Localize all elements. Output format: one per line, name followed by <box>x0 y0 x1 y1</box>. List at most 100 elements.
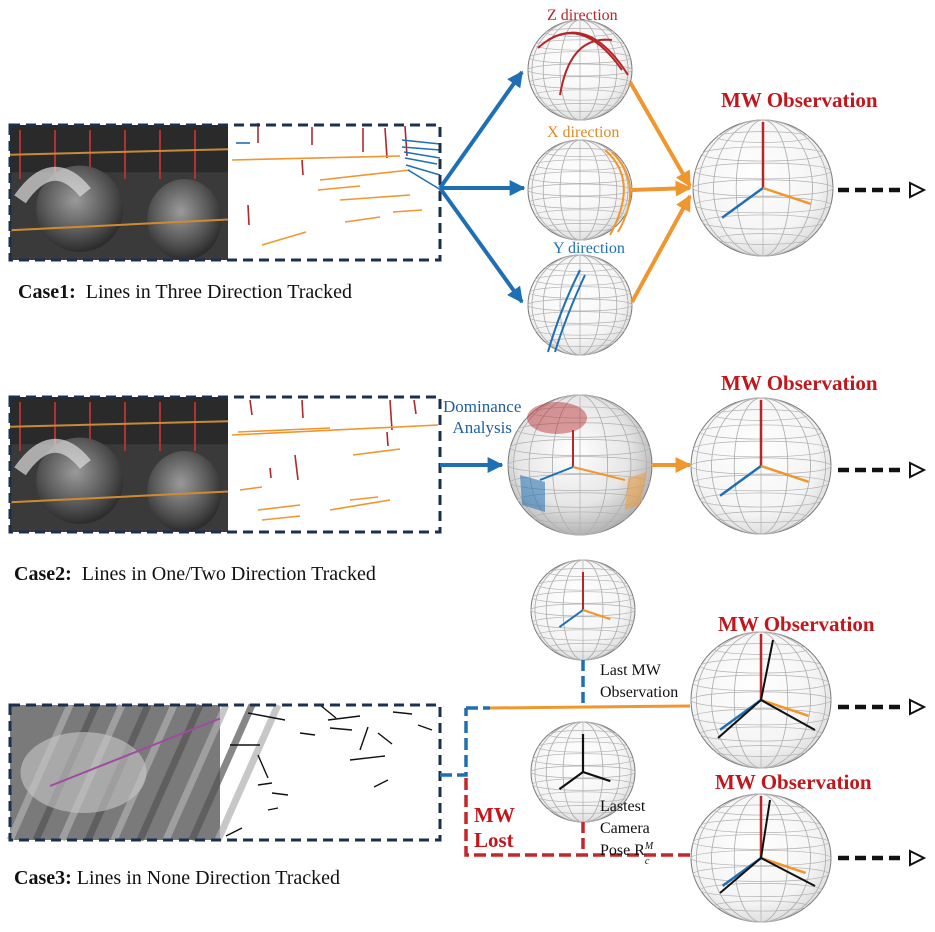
case3-linemap-seg <box>225 827 243 837</box>
mw-sphere-2-lat <box>692 474 830 492</box>
mw-sphere-3-lat <box>700 726 822 742</box>
mw3-pose-z <box>760 639 774 701</box>
case2-linemap-seg <box>269 467 272 479</box>
mw4-pose-x <box>760 857 816 887</box>
z-direction-sphere-lat <box>534 89 626 101</box>
dominance-sphere-lat <box>509 474 651 491</box>
z-direction-sphere-lat <box>529 51 631 64</box>
case2-linemap-seg <box>294 454 299 481</box>
latest-pose-sphere-lat <box>532 778 634 791</box>
output-arrow-2 <box>838 461 927 479</box>
pose-subscript: c <box>644 856 650 867</box>
case3-text: Lines in None Direction Tracked <box>71 867 341 889</box>
case1-photo-rail <box>9 148 229 156</box>
case3-photo <box>6 703 282 842</box>
z-arc-1 <box>537 32 623 71</box>
z-direction-sphere-lat <box>527 63 633 77</box>
case2-linemap-seg <box>329 499 391 511</box>
x-direction-sphere-lat <box>529 171 631 184</box>
output-arrow-1 <box>838 181 927 199</box>
case2-linemap-seg <box>389 399 393 431</box>
case3-photo-mag <box>49 717 221 787</box>
case3-linemap-seg <box>349 755 386 761</box>
case3-linemap-seg <box>359 726 369 751</box>
dominance-sphere-lat <box>532 511 628 524</box>
mw2-axis-x <box>760 464 809 484</box>
output-arrow-4 <box>838 849 927 867</box>
case3-linemap-seg <box>247 712 286 721</box>
case1-linemap-seg <box>339 194 411 201</box>
arrow-y-to-mw <box>630 194 692 303</box>
case2-linemap <box>231 399 439 521</box>
mw-sphere-4-lat <box>714 900 808 912</box>
mw-sphere-3-lat <box>714 745 808 757</box>
case2-linemap-seg <box>352 448 401 456</box>
case2-linemap-seg <box>237 427 331 433</box>
case3-linemap-seg <box>267 807 279 811</box>
dominance-sphere-lat <box>517 422 643 438</box>
case1-linemap-seg <box>392 209 423 213</box>
lastmw-axis-y <box>558 609 584 628</box>
mw-observation-title-2: MW Observation <box>721 371 878 395</box>
case3-panel <box>8 703 442 842</box>
y-direction-label: Y direction <box>553 240 625 257</box>
mw3-pose-y <box>717 699 762 739</box>
pose-superscript: M <box>644 841 654 852</box>
z-arc-2 <box>547 31 629 76</box>
case1-linemap-seg <box>384 127 388 159</box>
last-mw-line-1: Last MW <box>600 662 661 679</box>
z-direction-sphere <box>527 19 633 121</box>
case3-linemap-seg <box>327 715 361 721</box>
case3-linemap-seg <box>271 792 289 796</box>
last-mw-line-2: Observation <box>600 684 679 701</box>
output-arrow-4-head <box>909 849 927 867</box>
mw-lost-line-2: Lost <box>474 828 514 852</box>
case1-linemap <box>231 123 442 246</box>
case2-linemap-seg <box>386 431 389 447</box>
mw-sphere-3-lon <box>695 631 827 769</box>
y-direction-sphere-lat <box>527 298 633 312</box>
y-direction-sphere-lon <box>531 254 629 356</box>
mw-lost-connector <box>464 778 690 857</box>
case3-linemap <box>225 704 433 837</box>
mw-sphere-3 <box>690 631 832 769</box>
case3-photo-blur <box>214 703 282 842</box>
mw-sphere-2 <box>690 397 832 535</box>
last-mw-observation-label: Last MW Observation <box>600 660 678 704</box>
mw-sphere-3-lat <box>692 708 830 726</box>
dominance-axis-y <box>539 466 574 481</box>
latest-pose-sphere-lat <box>537 791 629 803</box>
case2-photo-rail <box>9 420 229 428</box>
dominance-line-1: Dominance <box>443 397 522 416</box>
latest-pose-sphere <box>530 721 636 823</box>
case2-linemap-seg <box>261 515 301 521</box>
output-arrow-3-head <box>909 698 927 716</box>
case1-linemap-seg <box>405 164 441 176</box>
case2-label: Case2: <box>14 563 72 585</box>
pose-line-1: Lastest <box>600 798 646 815</box>
case3-blue-connector <box>440 708 468 777</box>
mw-sphere-1 <box>692 119 834 257</box>
case1-linemap-seg <box>407 169 442 191</box>
mw2-axis-y <box>719 464 762 497</box>
case2-text: Lines in One/Two Direction Tracked <box>71 563 376 585</box>
case3-linemap-seg <box>417 724 433 731</box>
case2-caption: Case2: Lines in One/Two Direction Tracke… <box>14 563 376 586</box>
case2-linemap-seg <box>413 399 417 415</box>
lastmw-axis-x <box>582 609 611 621</box>
pose-line-2: Camera <box>600 820 650 837</box>
mw-lost-line-1: MW <box>474 803 515 827</box>
output-arrow-1-head <box>909 181 927 199</box>
mw-sphere-1-lat <box>702 214 824 230</box>
case2-linemap-seg <box>239 486 263 491</box>
case1-text: Lines in Three Direction Tracked <box>75 281 352 303</box>
case2-linemap-seg <box>231 424 439 436</box>
pose-axis-y <box>558 771 584 790</box>
z-arc-3 <box>559 38 613 96</box>
dominance-analysis-label: Dominance Analysis <box>443 396 521 438</box>
arrow-to-y <box>438 186 524 304</box>
mw1-axis-y <box>721 186 764 219</box>
